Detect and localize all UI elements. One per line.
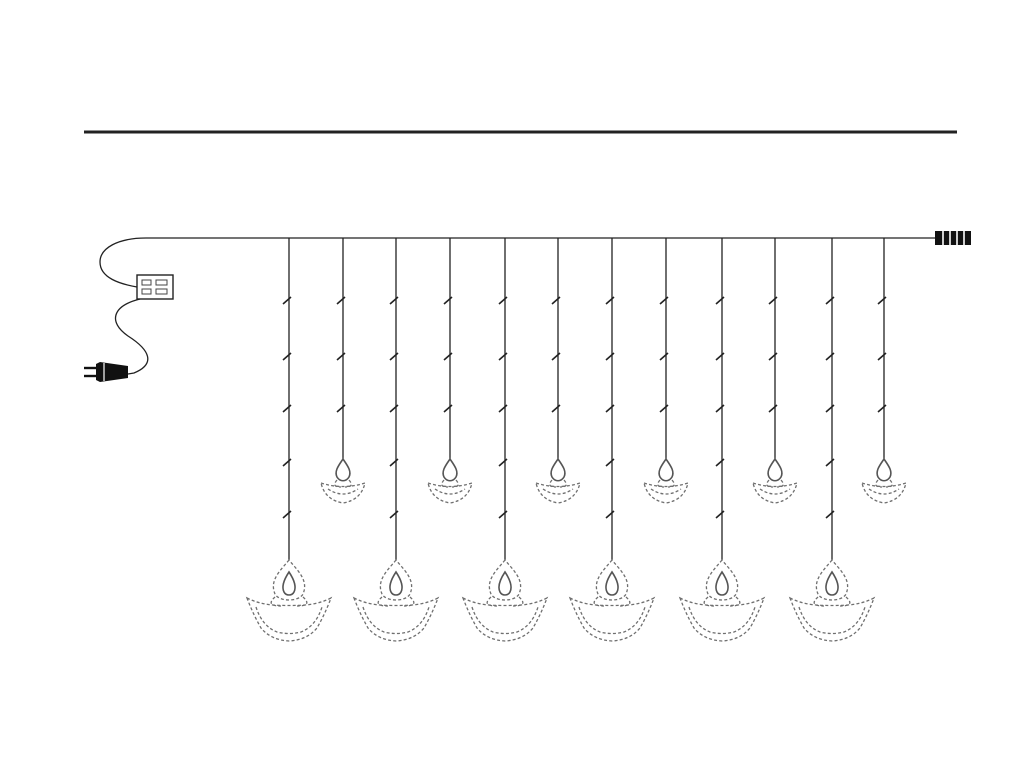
led-bulb-mark (498, 510, 508, 519)
led-bulb-mark (336, 296, 346, 305)
led-bulb-mark (336, 352, 346, 361)
long-strand (461, 238, 549, 642)
small-diya-lamp-icon (643, 457, 689, 504)
led-bulb-mark (659, 296, 669, 305)
led-bulb-mark (768, 352, 778, 361)
short-strand (861, 238, 907, 504)
short-strand (643, 238, 689, 504)
large-diya-lamp-icon (678, 558, 766, 642)
led-bulb-mark (498, 458, 508, 467)
led-bulb-mark (715, 352, 725, 361)
led-bulb-mark (715, 510, 725, 519)
long-strand (568, 238, 656, 642)
small-diya-lamp-icon (320, 457, 366, 504)
led-bulb-mark (551, 352, 561, 361)
led-bulb-mark (605, 352, 615, 361)
led-bulb-mark (877, 404, 887, 413)
led-bulb-mark (551, 404, 561, 413)
controller-box-icon (136, 274, 174, 300)
led-bulb-mark (389, 352, 399, 361)
small-diya-lamp-icon (427, 457, 473, 504)
led-bulb-mark (659, 352, 669, 361)
led-bulb-mark (605, 510, 615, 519)
led-bulb-mark (282, 458, 292, 467)
long-strand (245, 238, 333, 642)
led-bulb-mark (443, 404, 453, 413)
large-diya-lamp-icon (461, 558, 549, 642)
led-bulb-mark (389, 458, 399, 467)
lead-wire-lower (114, 298, 149, 375)
led-bulb-mark (825, 510, 835, 519)
led-bulb-mark (715, 458, 725, 467)
led-bulb-mark (498, 404, 508, 413)
led-bulb-mark (389, 296, 399, 305)
led-bulb-mark (282, 352, 292, 361)
long-strand (352, 238, 440, 642)
led-bulb-mark (605, 458, 615, 467)
short-strand (427, 238, 473, 504)
led-bulb-mark (825, 404, 835, 413)
led-bulb-mark (605, 296, 615, 305)
led-bulb-mark (715, 296, 725, 305)
led-bulb-mark (825, 458, 835, 467)
short-strand (752, 238, 798, 504)
led-bulb-mark (659, 404, 669, 413)
led-bulb-mark (282, 404, 292, 413)
large-diya-lamp-icon (245, 558, 333, 642)
led-bulb-mark (877, 296, 887, 305)
led-bulb-mark (498, 352, 508, 361)
led-bulb-mark (768, 296, 778, 305)
led-bulb-mark (443, 296, 453, 305)
led-bulb-mark (715, 404, 725, 413)
led-bulb-mark (443, 352, 453, 361)
small-diya-lamp-icon (752, 457, 798, 504)
led-bulb-mark (825, 352, 835, 361)
large-diya-lamp-icon (788, 558, 876, 642)
led-bulb-mark (389, 510, 399, 519)
led-bulb-mark (877, 352, 887, 361)
led-bulb-mark (825, 296, 835, 305)
drop-strands (245, 238, 907, 642)
large-diya-lamp-icon (352, 558, 440, 642)
led-bulb-mark (282, 296, 292, 305)
led-bulb-mark (768, 404, 778, 413)
small-diya-lamp-icon (535, 457, 581, 504)
long-strand (788, 238, 876, 642)
end-connector-icon (935, 230, 971, 246)
short-strand (320, 238, 366, 504)
short-strand (535, 238, 581, 504)
led-bulb-mark (605, 404, 615, 413)
small-diya-lamp-icon (861, 457, 907, 504)
lead-wire-upper (99, 237, 147, 288)
led-bulb-mark (551, 296, 561, 305)
led-bulb-mark (498, 296, 508, 305)
led-bulb-mark (336, 404, 346, 413)
led-bulb-mark (389, 404, 399, 413)
large-diya-lamp-icon (568, 558, 656, 642)
led-bulb-mark (282, 510, 292, 519)
long-strand (678, 238, 766, 642)
power-plug-icon (84, 362, 128, 382)
